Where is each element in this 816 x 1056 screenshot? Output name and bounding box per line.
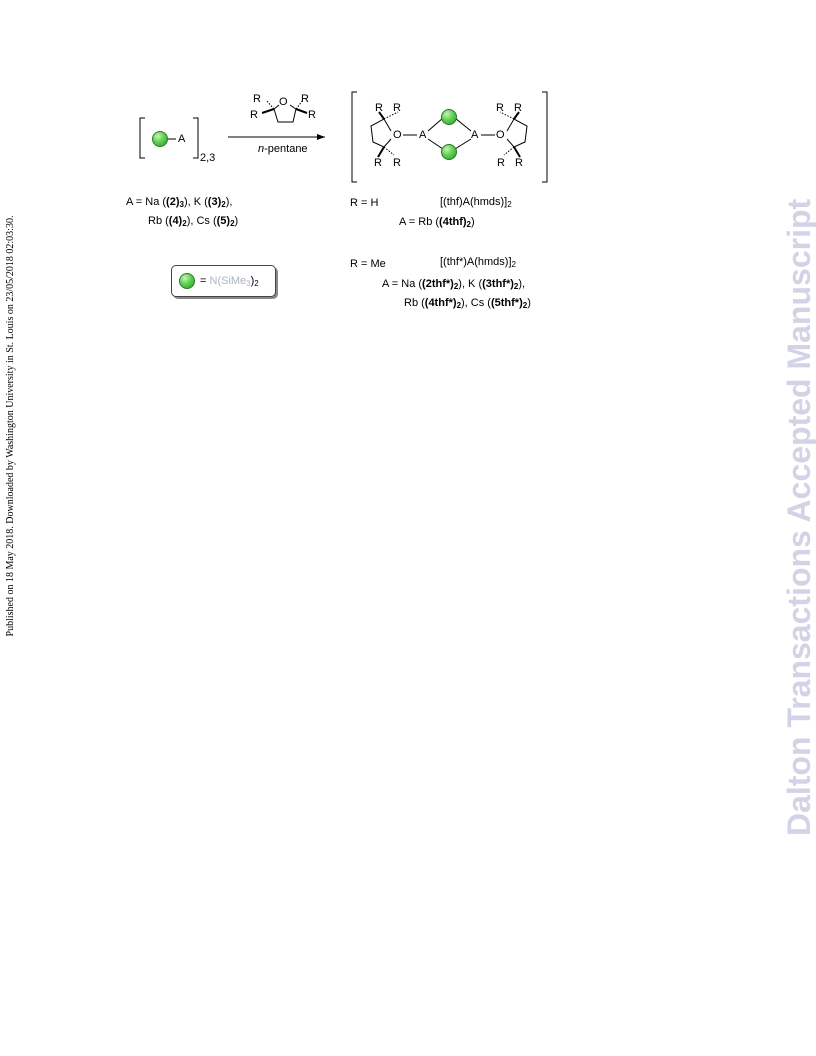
solvent-prefix: n	[258, 143, 265, 155]
reagent-oxygen: O	[279, 96, 288, 108]
product-right-ring	[499, 111, 528, 158]
product-r-1: R	[375, 102, 383, 114]
hmds-ball-top	[441, 109, 457, 125]
case-me-line-1: A = Na ((2thf*)2), K ((3thf*)2),	[382, 278, 526, 291]
legend-text: = N(SiMe3)2	[200, 275, 259, 288]
reaction-arrow-head	[317, 134, 325, 140]
case-me-formula: [(thf*)A(hmds)]2	[440, 256, 516, 269]
product-r-6: R	[514, 102, 522, 114]
hmds-ball-bottom	[441, 144, 457, 160]
product-core-bonds	[403, 117, 495, 150]
product-r-5: R	[496, 102, 504, 114]
reagent-solvent: n-pentane	[258, 143, 308, 156]
hmds-ball-reactant	[152, 131, 168, 147]
product-r-4: R	[393, 157, 401, 169]
left-caption-line-2: Rb ((4)2), Cs ((5)2)	[148, 215, 239, 228]
product-metal-2: A	[471, 129, 479, 141]
product-r-8: R	[515, 157, 523, 169]
case-h-compound: A = Rb ((4thf)2)	[399, 216, 475, 229]
reactant-subscript: 2,3	[200, 152, 216, 164]
product-metal-1: A	[419, 129, 427, 141]
product-r-3: R	[374, 157, 382, 169]
thf-reagent-ring	[261, 99, 308, 123]
product-r-7: R	[497, 157, 505, 169]
reagent-r-2: R	[301, 93, 309, 105]
reactant-metal: A	[178, 133, 186, 145]
product-r-2: R	[393, 102, 401, 114]
product-bracket-right	[542, 91, 548, 183]
product-oxygen-2: O	[496, 129, 505, 141]
case-h-formula: [(thf)A(hmds)]2	[440, 196, 512, 209]
product-oxygen-1: O	[393, 129, 402, 141]
reactant-bracket-left	[139, 117, 145, 159]
product-bracket-left	[351, 91, 357, 183]
reactant-bracket-right	[193, 117, 199, 159]
hmds-ball-legend	[179, 273, 195, 289]
product-left-ring	[370, 111, 399, 158]
left-caption-line-1: A = Na ((2)3), K ((3)2),	[126, 196, 233, 209]
solvent-suffix: -pentane	[264, 143, 308, 155]
case-h-label: R = H	[350, 197, 379, 209]
reagent-r-1: R	[253, 93, 261, 105]
legend-box: = N(SiMe3)2	[171, 265, 276, 297]
case-me-label: R = Me	[350, 258, 386, 270]
reagent-r-4: R	[308, 109, 316, 121]
case-me-line-2: Rb ((4thf*)2), Cs ((5thf*)2)	[404, 297, 531, 310]
reagent-r-3: R	[250, 109, 258, 121]
